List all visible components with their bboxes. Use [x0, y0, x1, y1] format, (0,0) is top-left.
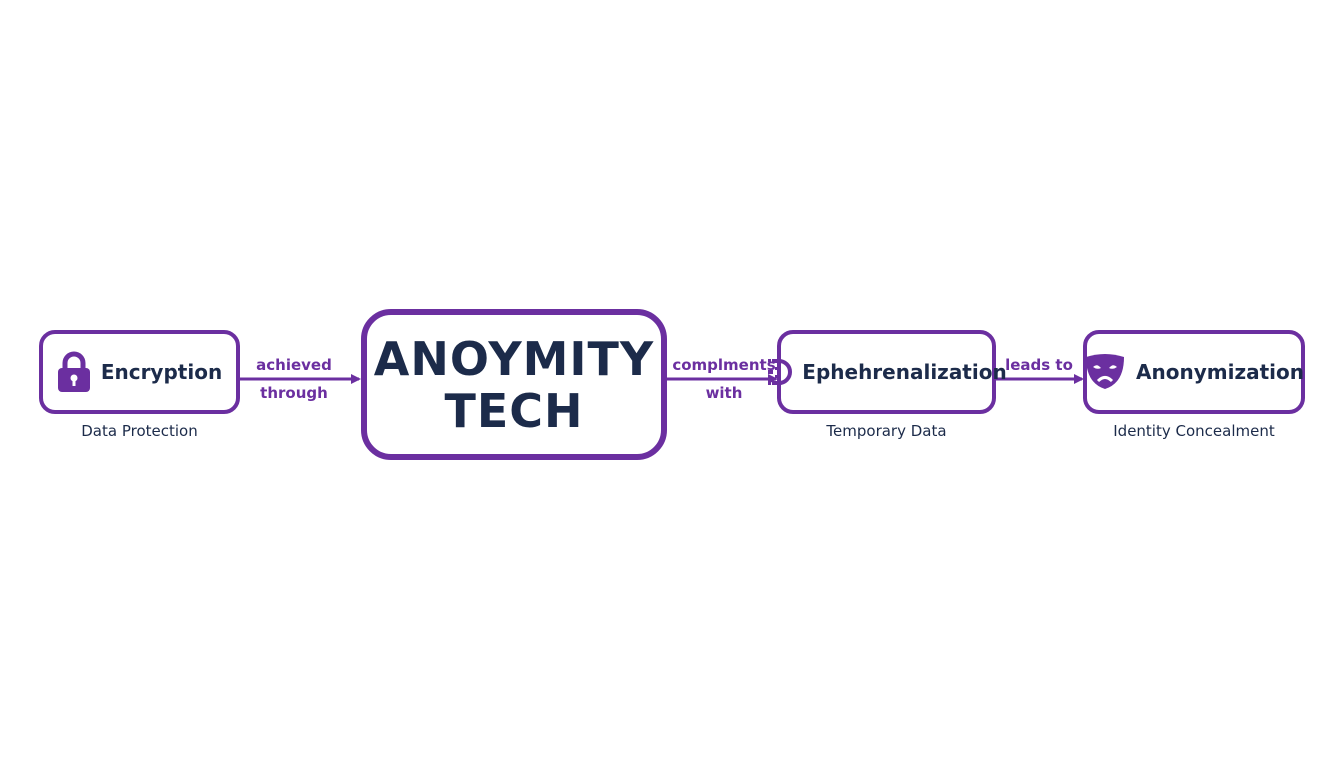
node-encryption[interactable]: Encryption — [39, 330, 240, 414]
node-label: Anonymization — [1136, 360, 1304, 384]
padlock-icon — [57, 351, 91, 393]
node-ephemeralization[interactable]: Ephehrenalization — [768, 330, 1007, 414]
edge-label-line: achieved — [256, 356, 332, 374]
node-caption-temporary-data: Temporary Data — [826, 422, 947, 440]
node-label: Ephehrenalization — [802, 360, 1007, 384]
edge-label-line: through — [260, 384, 328, 402]
node-label: Encryption — [100, 360, 223, 384]
center-title-line: TECH — [444, 383, 584, 438]
node-caption-identity-concealment: Identity Concealment — [1113, 422, 1275, 440]
dissolving-d-icon — [766, 355, 793, 389]
node-anonymization[interactable]: Anonymization — [1083, 330, 1305, 414]
edge-label-line: leads to — [1005, 356, 1073, 374]
theater-mask-icon — [1084, 353, 1126, 391]
edge-label-complments-with: complments with — [667, 351, 781, 407]
edge-label-line: complments — [672, 356, 776, 374]
edge-label-achieved-through: achieved through — [240, 351, 348, 407]
edge-label-leads-to: leads to — [996, 351, 1082, 379]
center-title-line: ANOYMITY — [373, 331, 655, 386]
edge-label-line: with — [705, 384, 743, 402]
node-center-anoymity-tech[interactable]: ANOYMITY TECH — [361, 309, 667, 460]
node-caption-data-protection: Data Protection — [81, 422, 198, 440]
